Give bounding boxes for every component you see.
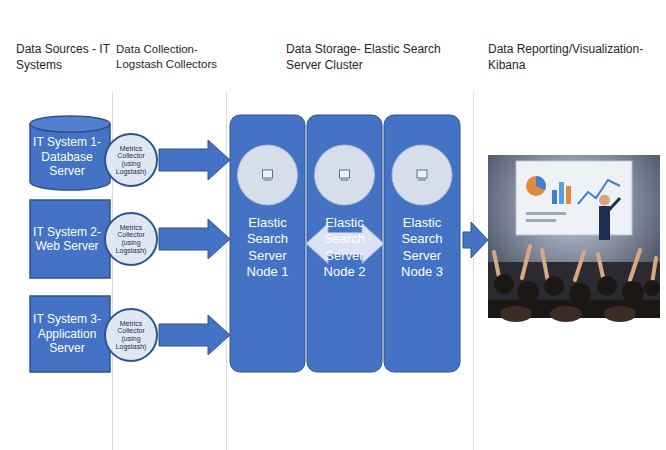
collector-circle-outline — [105, 309, 157, 361]
server-node: Elastic Search Server Node 2 — [307, 115, 382, 372]
server-icon-base — [341, 180, 349, 181]
node-fill — [384, 115, 460, 372]
column-heading: Data Collection- Logstash Collectors — [116, 42, 224, 72]
node-fill — [230, 115, 305, 372]
output-arrow — [463, 222, 488, 258]
server-icon-circle — [315, 145, 375, 205]
server-icon — [417, 170, 427, 178]
server-icon-base — [264, 180, 272, 181]
server-node-outline — [230, 115, 305, 372]
node-label: IT System 1- Database Server — [32, 135, 102, 178]
database-cylinder: IT System 1- Database Server — [30, 116, 110, 190]
node-label: IT System 3- Application Server — [32, 312, 102, 355]
circle-fill — [105, 134, 157, 186]
circle-fill — [105, 309, 157, 361]
flow-arrow — [159, 140, 230, 180]
server-icon-circle — [238, 145, 298, 205]
server-icon — [340, 170, 350, 178]
separator-line — [226, 92, 227, 450]
node-label: Metrics Collector (using Logstash) — [112, 320, 150, 351]
column-heading: Data Sources - IT Systems — [16, 42, 110, 73]
node-label: IT System 2- Web Server — [32, 225, 102, 254]
column-heading: Data Storage- Elastic Search Server Clus… — [286, 42, 446, 73]
server-box: IT System 3- Application Server — [30, 296, 110, 372]
server-node: Elastic Search Server Node 1 — [230, 115, 305, 372]
collector-circle-outline — [105, 134, 157, 186]
box-fill — [30, 296, 110, 372]
server-node: Elastic Search Server Node 3 — [384, 115, 460, 372]
server-icon-base — [418, 180, 426, 181]
server-box-outline — [30, 296, 110, 372]
node-label: Elastic Search Server Node 1 — [234, 215, 301, 280]
collector-circle: Metrics Collector (using Logstash) — [104, 308, 158, 362]
flow-arrow — [159, 315, 230, 355]
database-cylinder-outline — [30, 116, 110, 190]
server-box: IT System 2- Web Server — [30, 200, 110, 278]
column-separators — [113, 92, 474, 450]
kibana-illustration — [488, 155, 660, 322]
node-label: Metrics Collector (using Logstash) — [112, 224, 150, 255]
server-box-outline — [30, 200, 110, 278]
flow-arrow — [159, 219, 230, 259]
server-node-outline — [384, 115, 460, 372]
cylinder-cap — [30, 116, 110, 132]
column-heading: Data Reporting/Visualization- Kibana — [488, 42, 660, 73]
server-icon-circle — [392, 145, 452, 205]
collector-circle: Metrics Collector (using Logstash) — [104, 133, 158, 187]
collector-circle: Metrics Collector (using Logstash) — [104, 212, 158, 266]
node-label: Elastic Search Server Node 3 — [388, 215, 456, 280]
cylinder-body — [30, 124, 110, 190]
collector-circle-outline — [105, 213, 157, 265]
node-label: Elastic Search Server Node 2 — [311, 215, 378, 280]
box-fill — [30, 200, 110, 278]
server-icon — [263, 170, 273, 178]
separator-line — [473, 92, 474, 450]
circle-fill — [105, 213, 157, 265]
node-label: Metrics Collector (using Logstash) — [112, 145, 150, 176]
